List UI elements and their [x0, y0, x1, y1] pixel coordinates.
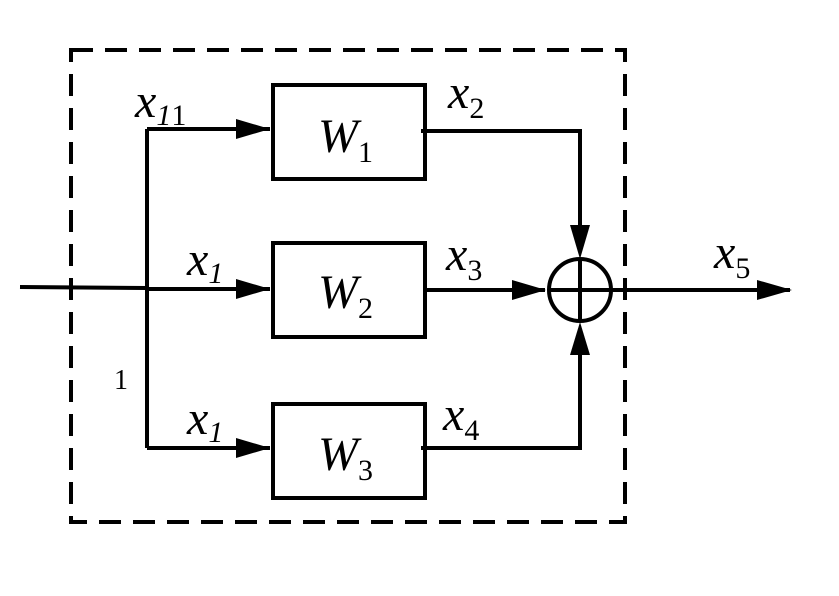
w1-output-line: [421, 129, 582, 245]
summing-junction: [547, 257, 613, 323]
block-w2-label: W2: [318, 266, 373, 325]
block-w1: [271, 83, 427, 181]
arrowhead-x2: [570, 225, 590, 259]
label-x1-mid: x1: [186, 233, 223, 290]
block-w1-label: W1: [318, 110, 373, 169]
label-x5: x5: [713, 226, 750, 285]
block-w3-label: W3: [318, 428, 373, 487]
block-w2: [271, 241, 427, 339]
label-x1-bot: x1: [186, 392, 223, 449]
side-label: 1: [114, 365, 128, 396]
arrowhead-x4: [570, 322, 590, 355]
arrowhead-x5: [757, 280, 792, 300]
block-w3: [271, 402, 427, 500]
input-line: [19, 285, 148, 290]
label-x4: x4: [442, 388, 479, 447]
w3-output-line: [421, 335, 582, 450]
arrowhead-w1: [236, 119, 270, 139]
label-x1-top: x11: [134, 75, 186, 132]
label-x3: x3: [445, 228, 482, 287]
arrowhead-x3: [512, 280, 546, 300]
arrowhead-w2: [236, 279, 270, 299]
arrowhead-w3: [236, 438, 270, 458]
label-x2: x2: [447, 66, 484, 125]
